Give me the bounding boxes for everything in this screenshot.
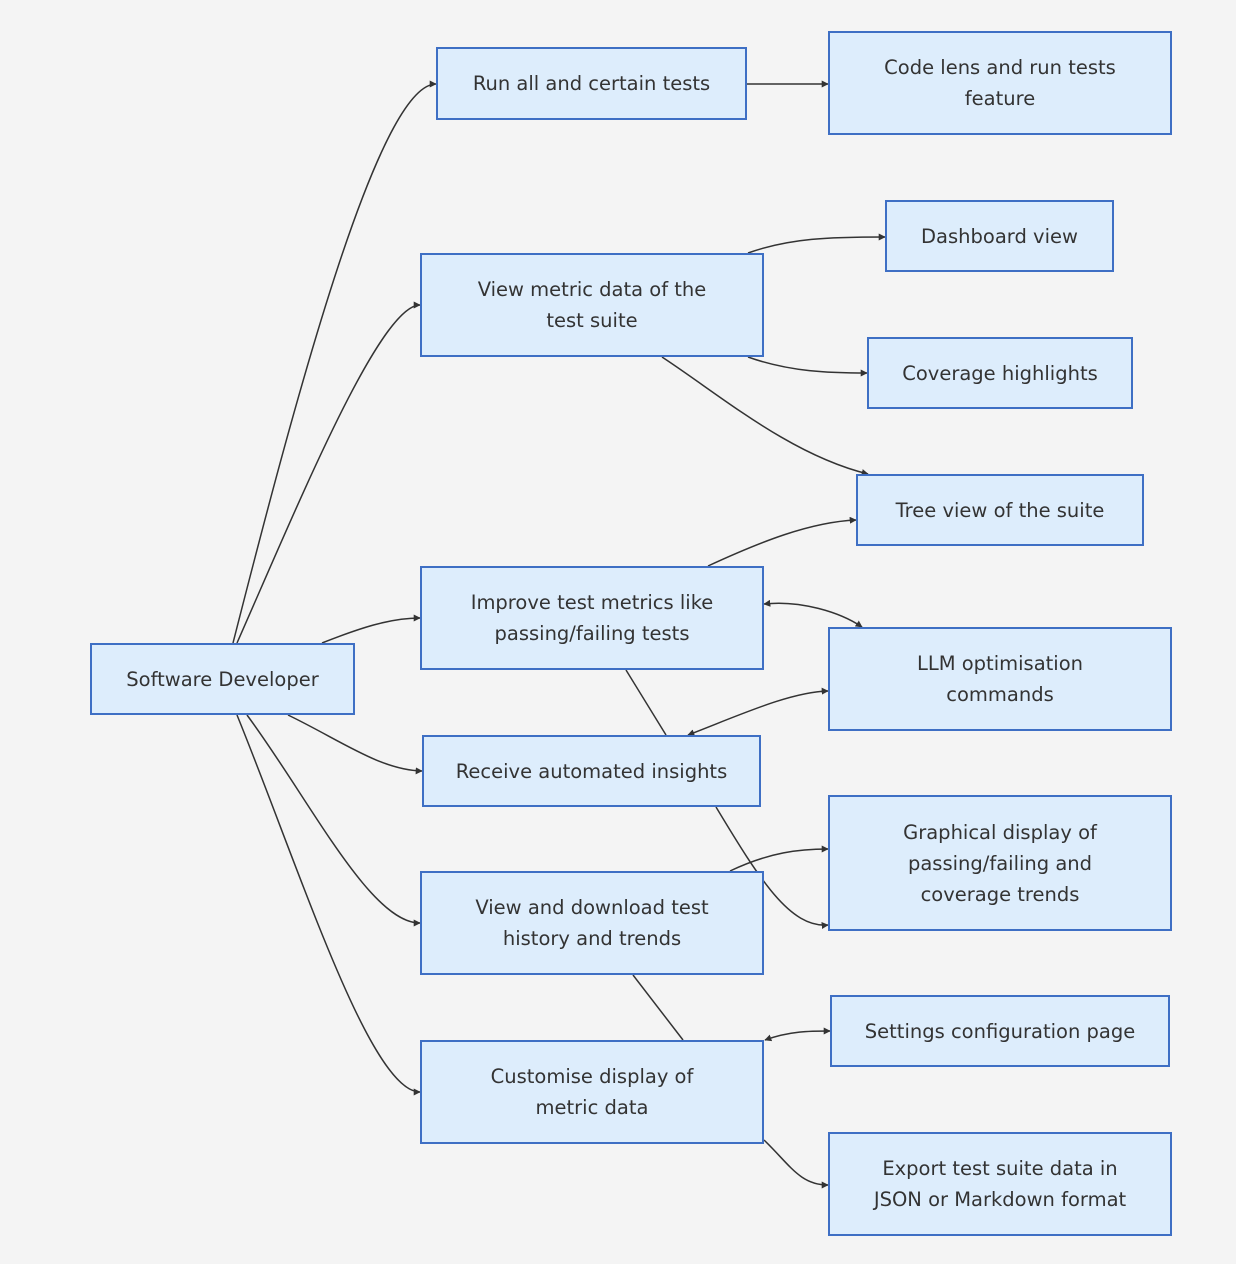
feature-settings-page: Settings configuration page — [830, 995, 1170, 1067]
edge-custom-settings — [764, 1027, 831, 1042]
use-case-label: Customise display of metric data — [490, 1065, 694, 1119]
feature-tree-view: Tree view of the suite — [856, 474, 1144, 546]
use-case-label: Improve test metrics like passing/failin… — [470, 591, 714, 645]
edge-receive-llm — [687, 687, 829, 737]
edge-view-cov — [747, 356, 868, 377]
feature-llm-commands: LLM optimisation commands — [828, 627, 1172, 731]
actor-label: Software Developer — [126, 667, 319, 691]
use-case-improve-metrics: Improve test metrics like passing/failin… — [420, 566, 764, 670]
feature-label: Tree view of the suite — [895, 498, 1105, 522]
feature-export-data: Export test suite data in JSON or Markdo… — [828, 1132, 1172, 1236]
edge-improve-llm — [763, 599, 863, 628]
feature-label: Export test suite data in JSON or Markdo… — [873, 1157, 1127, 1211]
feature-coverage-highlights: Coverage highlights — [867, 337, 1133, 409]
edge-improve-tree — [707, 516, 857, 567]
feature-label: Settings configuration page — [864, 1019, 1136, 1043]
feature-graphical-display: Graphical display of passing/failing and… — [828, 795, 1172, 931]
use-case-run-tests: Run all and certain tests — [436, 47, 747, 120]
edge-view-dash — [747, 233, 886, 254]
edge-dev-custom — [236, 714, 421, 1096]
use-case-label: Run all and certain tests — [472, 72, 711, 95]
feature-label: Graphical display of passing/failing and… — [903, 820, 1097, 906]
edge-improve-graph-a — [625, 669, 667, 736]
feature-label: Code lens and run tests feature — [884, 56, 1116, 110]
edge-dev-history — [246, 714, 421, 927]
edge-dev-receive — [287, 714, 423, 775]
edge-dev-run — [232, 80, 437, 644]
feature-dashboard-view: Dashboard view — [885, 200, 1114, 272]
use-case-history-trends: View and download test history and trend… — [420, 871, 764, 975]
edge-dev-improve — [321, 614, 421, 644]
use-case-label: View metric data of the test suite — [477, 278, 707, 332]
edge-improve-graph-b — [715, 806, 829, 929]
edge-history-graph — [729, 845, 829, 872]
use-case-label: Receive automated insights — [455, 759, 728, 783]
actor-software-developer: Software Developer — [90, 643, 355, 715]
feature-label: Coverage highlights — [902, 361, 1098, 385]
edge-custom-export — [763, 1139, 829, 1189]
feature-label: LLM optimisation commands — [917, 652, 1083, 706]
use-case-receive-insights: Receive automated insights — [422, 735, 761, 807]
edge-history-settings-a — [632, 974, 684, 1041]
edge-dev-view — [236, 301, 421, 644]
feature-code-lens: Code lens and run tests feature — [828, 31, 1172, 135]
use-case-label: View and download test history and trend… — [475, 896, 709, 950]
edge-view-tree — [661, 356, 869, 476]
feature-label: Dashboard view — [921, 224, 1078, 248]
use-case-view-metrics: View metric data of the test suite — [420, 253, 764, 357]
use-case-customise-display: Customise display of metric data — [420, 1040, 764, 1144]
